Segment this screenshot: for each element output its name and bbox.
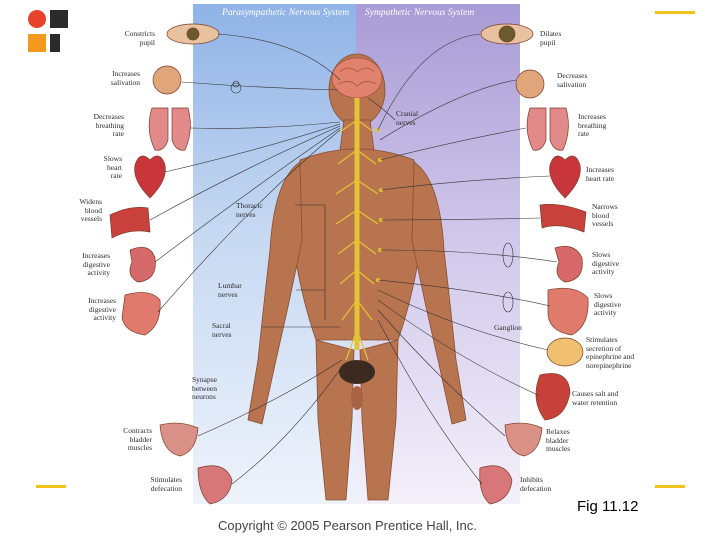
right-label-pupil: Dilates pupil xyxy=(540,29,562,47)
left-arm xyxy=(247,161,303,425)
left-salivary-gland-icon xyxy=(152,65,182,95)
decorative-line-bottom-left xyxy=(36,485,66,488)
lumbar-nerves-label: Lumbar nerves xyxy=(218,281,242,299)
right-blood-vessel-icon xyxy=(539,203,587,233)
logo-dark-square-icon xyxy=(50,10,68,28)
right-stomach-icon xyxy=(554,246,583,283)
figure-caption: Fig 11.12 xyxy=(577,498,639,515)
right-label-salivation: Decreases salivation xyxy=(557,71,588,89)
logo-sun-icon xyxy=(28,10,46,28)
brain xyxy=(331,57,383,99)
right-organs xyxy=(479,23,589,505)
kidney-icon xyxy=(535,373,571,421)
left-label-defecation: Stimulates defecation xyxy=(150,475,182,493)
ganglion-label: Ganglion xyxy=(494,323,522,332)
right-lungs-icon xyxy=(526,107,569,151)
left-label-heart: Slows heart rate xyxy=(103,154,122,180)
left-lungs-icon xyxy=(148,107,191,151)
right-intestine-icon xyxy=(547,287,589,336)
synapse-label: Synapse between neurons xyxy=(192,375,217,401)
right-bladder-icon xyxy=(504,422,543,457)
left-label-digestive-2: Increases digestive activity xyxy=(88,296,116,322)
right-label-defecation: Inhibits defecation xyxy=(520,475,552,493)
left-label-bladder: Contracts bladder muscles xyxy=(123,426,152,452)
right-salivary-gland-icon xyxy=(515,69,545,99)
thoracic-nerves-label: Thoracic nerves xyxy=(236,201,263,219)
left-heart-icon xyxy=(134,155,166,199)
left-label-digestive-1: Increases digestive activity xyxy=(82,251,110,277)
sympathetic-header: Sympathetic Nervous System xyxy=(365,8,475,18)
right-label-bladder: Relaxes bladder muscles xyxy=(546,427,571,453)
pubic-region xyxy=(339,360,375,384)
right-label-adrenal: Stimulates secretion of epinephrine and … xyxy=(586,335,635,370)
copyright-notice: Copyright © 2005 Pearson Prentice Hall, … xyxy=(218,518,477,533)
logo-dark-letter-icon xyxy=(50,34,60,52)
right-label-breathing: Increases breathing rate xyxy=(578,112,607,138)
right-label-digestive-1: Slows digestive activity xyxy=(592,250,620,276)
left-blood-vessel-icon xyxy=(109,206,151,239)
left-organs xyxy=(109,23,233,505)
adrenal-gland-icon xyxy=(546,337,584,367)
sacral-nerves-label: Sacral nerves xyxy=(212,321,232,339)
right-arm xyxy=(411,161,467,425)
parasympathetic-header: Parasympathetic Nervous System xyxy=(222,8,350,18)
right-label-heart: Increases heart rate xyxy=(586,165,615,183)
logo-orange-square-icon xyxy=(28,34,46,52)
cranial-nerves-label: Cranial nerves xyxy=(396,109,419,127)
right-label-kidney: Causes salt and water retention xyxy=(572,389,619,407)
left-label-pupil: Constricts pupil xyxy=(124,29,155,47)
parasympathetic-connectors xyxy=(149,33,345,485)
right-rectum-icon xyxy=(479,465,513,505)
left-stomach-icon xyxy=(129,247,156,283)
decorative-line-top-right xyxy=(655,11,695,14)
left-label-blood-vessels: Widens blood vessels xyxy=(79,197,102,223)
sympathetic-connectors xyxy=(262,33,558,485)
left-intestine-icon xyxy=(121,292,161,336)
left-label-salivation: Increases salivation xyxy=(110,69,140,87)
right-heart-icon xyxy=(549,155,581,199)
publisher-logo xyxy=(28,10,68,60)
left-label-breathing: Decreases breathing rate xyxy=(93,112,124,138)
left-rectum-icon xyxy=(197,465,233,505)
right-label-blood-vessels: Narrows blood vessels xyxy=(592,202,618,228)
decorative-line-bottom-right xyxy=(655,485,685,488)
spinal-nerves xyxy=(335,119,379,361)
left-bladder-icon xyxy=(159,422,199,457)
right-label-digestive-2: Slows digestive activity xyxy=(594,291,622,317)
